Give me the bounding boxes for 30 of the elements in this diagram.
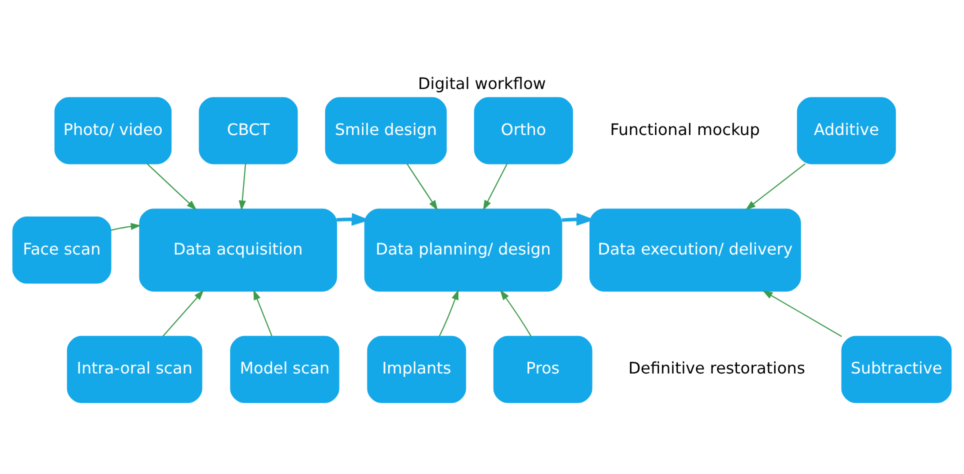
arrow (238, 164, 246, 211)
arrow (762, 290, 842, 337)
node-box: Face scan (12, 216, 112, 284)
arrow (500, 290, 532, 337)
node-box: Implants (367, 336, 466, 404)
diagram-title: Digital workflow (418, 74, 546, 93)
arrow (110, 222, 142, 231)
node-box: Photo/ video (54, 97, 172, 164)
node-box: Model scan (230, 336, 340, 404)
node-box: Data planning/ design (364, 208, 562, 292)
node-box: CBCT (198, 97, 298, 164)
arrow (438, 290, 458, 337)
arrow (336, 212, 370, 226)
node-box: Additive (796, 97, 896, 164)
arrow (406, 164, 438, 210)
arrow (146, 163, 197, 210)
node-box: Smile design (325, 97, 447, 164)
arrow (253, 290, 272, 336)
arrow (162, 290, 204, 337)
node-box: Pros (493, 336, 592, 404)
node-box: Data execution/ delivery (589, 208, 801, 292)
arrow (482, 164, 508, 211)
label: Functional mockup (610, 120, 760, 139)
node-box: Subtractive (841, 336, 952, 404)
node-box: Intra-oral scan (66, 336, 202, 404)
node-box: Ortho (474, 97, 573, 164)
arrow (745, 163, 806, 210)
label: Definitive restorations (628, 358, 806, 378)
arrow (562, 212, 595, 226)
node-box: Data acquisition (139, 208, 338, 292)
